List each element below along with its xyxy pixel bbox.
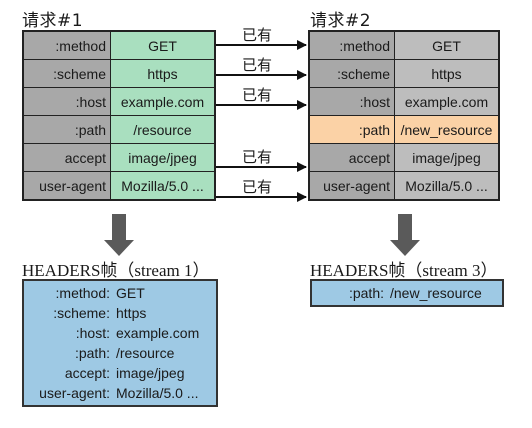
frame-header-name: :method: [55,285,110,301]
list-item: :path: /new_resource [312,283,502,303]
table-row: :path/resource [22,115,216,144]
list-item: accept: image/jpeg [24,363,216,383]
header-name: :scheme [22,59,111,88]
frame-header-name: user-agent: [39,385,110,401]
header-name: :method [308,30,395,60]
header-name: user-agent [308,171,395,201]
list-item: user-agent: Mozilla/5.0 ... [24,383,216,403]
header-name: :path [308,115,395,144]
frame-header-value: Mozilla/5.0 ... [116,385,199,401]
frame-header-name: :path: [74,345,110,361]
table-row-changed: :path/new_resource [308,115,500,144]
request1-title: 请求#1 [22,11,84,31]
header-value: Mozilla/5.0 ... [110,171,216,201]
header-value: example.com [110,87,216,116]
list-item: :path: /resource [24,343,216,363]
header-name: :host [22,87,111,116]
frame-header-name: :path: [348,285,384,301]
headers-frame-stream-1: :method: GET :scheme: https :host: example.… [22,279,218,407]
frame-header-value: example.com [116,325,200,341]
header-name: :host [308,87,395,116]
frame-header-value: https [116,305,147,321]
header-value: Mozilla/5.0 ... [394,171,500,201]
header-value: /new_resource [394,115,500,144]
frame-header-value: /resource [116,345,175,361]
frame-header-value: /new_resource [390,285,482,301]
frame-header-name: :host: [75,325,110,341]
list-item: :scheme: https [24,303,216,323]
frame1-caption: HEADERS帧（stream 1） [22,261,210,280]
headers-frame-stream-3: :path: /new_resource [310,279,504,307]
frame-header-value: image/jpeg [116,365,185,381]
header-value: https [110,59,216,88]
down-arrow-left [104,214,134,256]
arrow-label: 已有 [242,148,273,166]
list-item: :host: example.com [24,323,216,343]
frame-header-name: :scheme: [53,305,110,321]
header-name: :path [22,115,111,144]
header-value: image/jpeg [394,143,500,172]
arrow-label: 已有 [242,56,273,74]
frame-header-value: GET [116,285,145,301]
header-name: :method [22,30,111,60]
arrow-label: 已有 [242,178,273,196]
header-value: https [394,59,500,88]
arrow-label: 已有 [242,26,273,44]
header-name: accept [22,143,111,172]
arrow-label: 已有 [242,86,273,104]
header-value: /resource [110,115,216,144]
header-value: image/jpeg [110,143,216,172]
list-item: :method: GET [24,283,216,303]
request2-title: 请求#2 [310,11,372,31]
header-name: user-agent [22,171,111,201]
header-value: example.com [394,87,500,116]
header-name: :scheme [308,59,395,88]
frame-header-name: accept: [64,365,110,381]
header-name: accept [308,143,395,172]
frame2-caption: HEADERS帧（stream 3） [310,261,498,280]
down-arrow-right [390,214,420,256]
